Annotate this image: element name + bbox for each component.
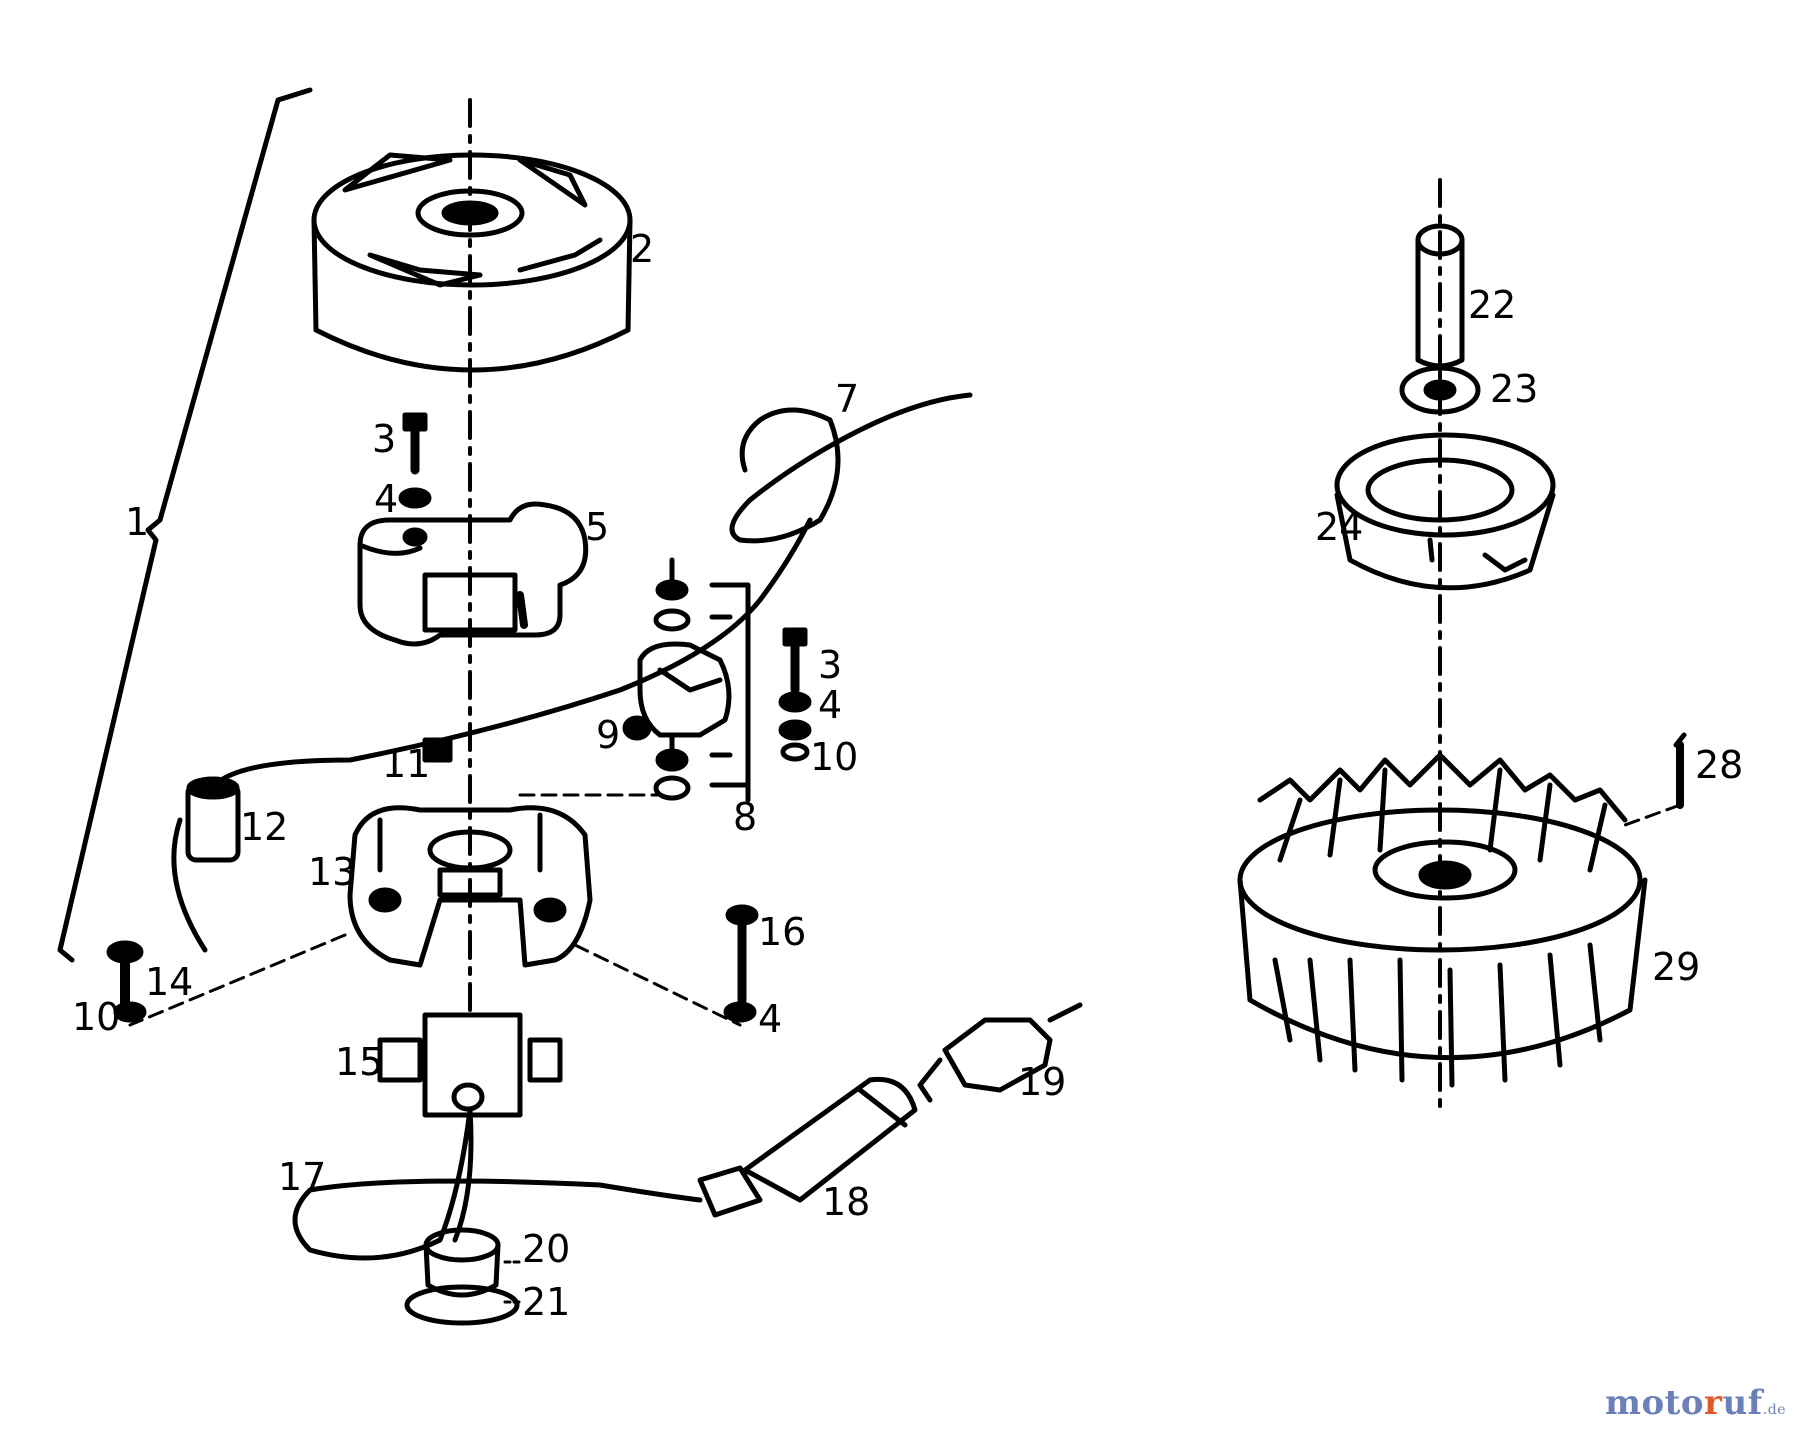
callout-labels: 1 2 3 4 5 7 3 4 9 10 8 11 12 13 14 10 15… bbox=[72, 227, 1743, 1324]
callout-7: 7 bbox=[835, 377, 859, 421]
callout-4b: 4 bbox=[818, 683, 842, 727]
flywheel-part bbox=[1237, 752, 1648, 1088]
spark-plug-part bbox=[917, 1002, 1083, 1103]
callout-23: 23 bbox=[1490, 367, 1538, 411]
callout-5: 5 bbox=[585, 505, 609, 549]
callout-1: 1 bbox=[125, 500, 149, 544]
watermark-part-b: r bbox=[1704, 1383, 1723, 1423]
callout-24: 24 bbox=[1315, 505, 1363, 549]
callout-13: 13 bbox=[308, 850, 356, 894]
coil-module-part bbox=[377, 1012, 563, 1118]
screw-left bbox=[106, 940, 147, 1023]
callout-17: 17 bbox=[278, 1155, 326, 1199]
watermark-part-d: .de bbox=[1762, 1402, 1786, 1418]
screw-16 bbox=[723, 904, 759, 1023]
ht-lead-part bbox=[292, 1107, 703, 1261]
leader-lines bbox=[128, 793, 1682, 1027]
callout-16: 16 bbox=[758, 910, 806, 954]
callout-8: 8 bbox=[733, 795, 757, 839]
key-part bbox=[422, 737, 453, 763]
screw-right bbox=[778, 627, 812, 762]
callout-22: 22 bbox=[1468, 283, 1516, 327]
callout-9: 9 bbox=[596, 713, 620, 757]
callout-11: 11 bbox=[382, 742, 430, 786]
callout-29: 29 bbox=[1652, 945, 1700, 989]
site-watermark: motoruf.de bbox=[1605, 1383, 1786, 1423]
washer-part bbox=[1399, 365, 1481, 415]
callout-3b: 3 bbox=[818, 643, 842, 687]
contact-breaker-part bbox=[622, 557, 751, 803]
callout-4c: 4 bbox=[758, 997, 782, 1041]
callout-15: 15 bbox=[335, 1040, 383, 1084]
pin-part bbox=[1673, 732, 1687, 809]
callout-21: 21 bbox=[522, 1280, 570, 1324]
ignition-cable-part bbox=[212, 392, 973, 788]
spark-plug-cap-part bbox=[697, 1076, 918, 1218]
callout-12: 12 bbox=[240, 805, 288, 849]
callout-18: 18 bbox=[822, 1180, 870, 1224]
callout-20: 20 bbox=[522, 1227, 570, 1271]
assembly-bracket bbox=[57, 87, 313, 963]
screw-upper bbox=[398, 412, 432, 509]
magneto-rotor-part bbox=[311, 152, 633, 373]
callout-10b: 10 bbox=[72, 995, 120, 1039]
watermark-part-c: uf bbox=[1722, 1383, 1763, 1423]
grommet-part bbox=[404, 1227, 522, 1326]
callout-28: 28 bbox=[1695, 743, 1743, 787]
callout-4a: 4 bbox=[374, 477, 398, 521]
callout-2: 2 bbox=[630, 227, 654, 271]
ignition-coil-part bbox=[357, 501, 589, 647]
callout-19: 19 bbox=[1018, 1060, 1066, 1104]
stator-plate-part bbox=[347, 805, 593, 968]
callout-14: 14 bbox=[145, 960, 193, 1004]
callout-3a: 3 bbox=[372, 417, 396, 461]
starter-cup-part bbox=[1334, 432, 1556, 591]
callout-10a: 10 bbox=[810, 735, 858, 779]
watermark-part-a: moto bbox=[1604, 1383, 1705, 1423]
condenser-part bbox=[171, 776, 241, 953]
